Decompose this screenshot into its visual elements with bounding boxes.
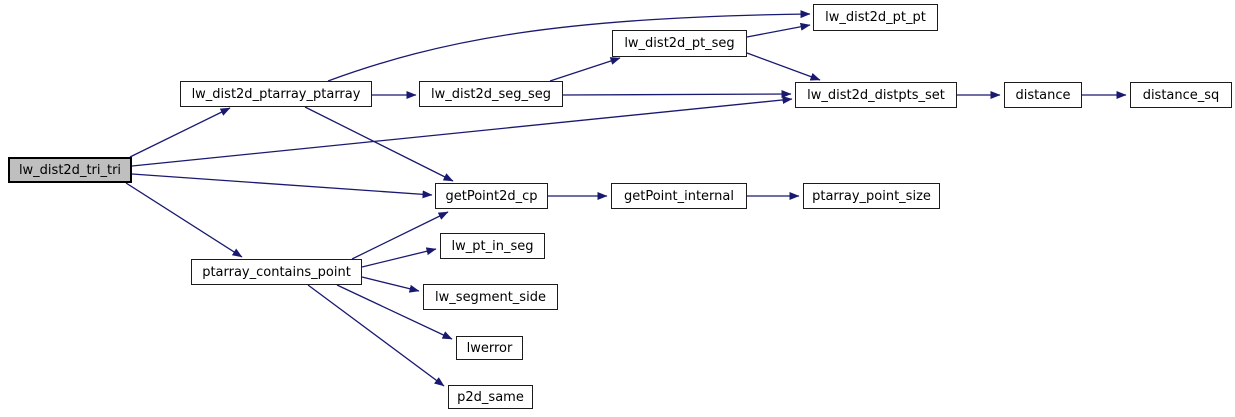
edge-ptarray_contains_point-to-lw_segment_side: [361, 276, 420, 293]
edge-lw_dist2d_tri_tri-to-lw_dist2d_distpts_set: [131, 95, 793, 167]
edge-lw_dist2d_seg_seg-to-lw_dist2d_distpts_set: [562, 90, 792, 99]
node-lw_dist2d_tri_tri: lw_dist2d_tri_tri: [8, 157, 132, 183]
edge-ptarray_contains_point-to-lwerror: [336, 284, 453, 340]
node-ptarray_point_size[interactable]: ptarray_point_size: [803, 183, 940, 209]
node-lwerror[interactable]: lwerror: [456, 336, 523, 360]
edge-lw_dist2d_pt_seg-to-lw_dist2d_distpts_set: [746, 52, 821, 81]
edge-ptarray_contains_point-to-p2d_same: [307, 284, 445, 387]
node-lw_dist2d_distpts_set[interactable]: lw_dist2d_distpts_set: [795, 82, 957, 108]
node-lw_segment_side[interactable]: lw_segment_side: [423, 284, 558, 310]
edge-lw_dist2d_ptarray_ptarray-to-getPoint2d_cp: [304, 106, 454, 182]
edge-lw_dist2d_tri_tri-to-lw_dist2d_ptarray_ptarray: [129, 107, 231, 158]
node-distance[interactable]: distance: [1004, 82, 1082, 108]
node-distance_sq[interactable]: distance_sq: [1130, 82, 1232, 108]
node-lw_dist2d_pt_seg[interactable]: lw_dist2d_pt_seg: [612, 30, 747, 57]
node-lw_dist2d_ptarray_ptarray[interactable]: lw_dist2d_ptarray_ptarray: [180, 81, 372, 107]
edge-ptarray_contains_point-to-lw_pt_in_seg: [361, 247, 437, 268]
node-lw_dist2d_seg_seg[interactable]: lw_dist2d_seg_seg: [419, 81, 563, 107]
edge-lw_dist2d_tri_tri-to-getPoint2d_cp: [131, 173, 433, 199]
node-lw_pt_in_seg[interactable]: lw_pt_in_seg: [440, 233, 545, 259]
node-p2d_same[interactable]: p2d_same: [448, 385, 533, 409]
node-getPoint_internal[interactable]: getPoint_internal: [611, 183, 747, 209]
node-getPoint2d_cp[interactable]: getPoint2d_cp: [435, 183, 548, 209]
edge-lw_dist2d_pt_seg-to-lw_dist2d_pt_pt: [746, 22, 811, 38]
edge-lw_dist2d_tri_tri-to-ptarray_contains_point: [125, 182, 243, 258]
node-ptarray_contains_point[interactable]: ptarray_contains_point: [191, 259, 362, 285]
node-lw_dist2d_pt_pt[interactable]: lw_dist2d_pt_pt: [813, 4, 938, 31]
edge-ptarray_contains_point-to-getPoint2d_cp: [351, 211, 449, 260]
edge-lw_dist2d_ptarray_ptarray-to-lw_dist2d_pt_pt: [327, 10, 811, 82]
edge-lw_dist2d_seg_seg-to-lw_dist2d_pt_seg: [549, 57, 621, 82]
